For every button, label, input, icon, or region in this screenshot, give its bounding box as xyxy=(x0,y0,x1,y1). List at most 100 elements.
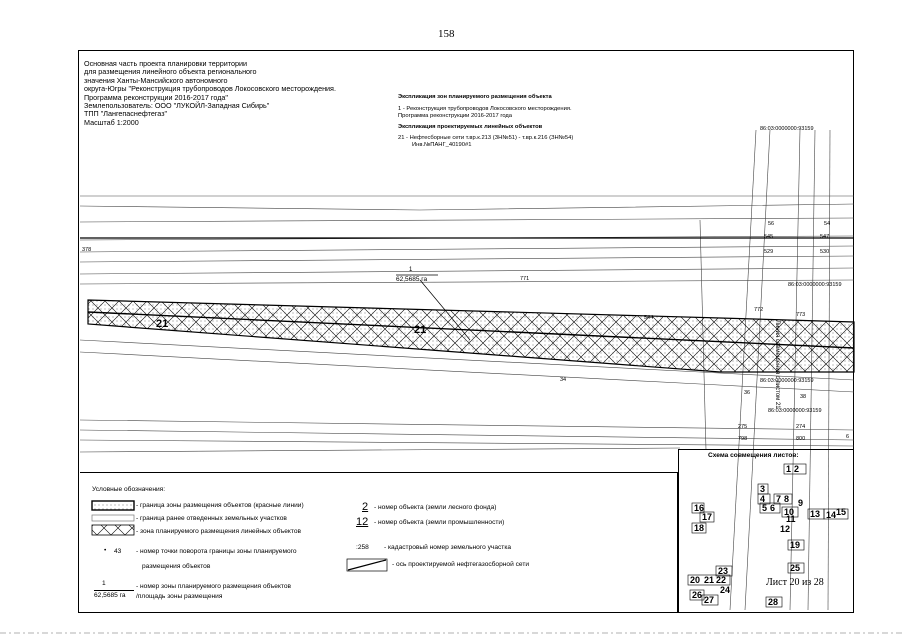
frac-line xyxy=(94,590,134,591)
sheet-label: Лист 20 из 28 xyxy=(766,577,824,588)
legend-item: - граница ранее отведенных земельных уча… xyxy=(136,515,287,522)
info-line: для размещения линейного объекта региона… xyxy=(84,67,257,77)
parcel-label: 800 xyxy=(796,436,806,442)
parcel-label: 530 xyxy=(820,249,830,255)
svg-text:26: 26 xyxy=(692,590,702,600)
parcel-label: 798 xyxy=(738,436,748,442)
zone-area-num: 1 xyxy=(409,267,413,273)
explication-line: Программа реконструкции 2016-2017 года xyxy=(398,113,513,119)
legend-item: - номер точки поворота границы зоны план… xyxy=(136,548,297,555)
svg-text:28: 28 xyxy=(768,597,778,607)
parcel-label: 6 xyxy=(846,434,850,440)
parcel-label: 544 xyxy=(644,315,654,321)
explication-line: 21 - Нефтесборные сети т.вр.к.213 (ЗН№51… xyxy=(398,135,574,141)
svg-text:11: 11 xyxy=(786,514,796,524)
legend-swatches xyxy=(91,500,135,536)
explication-line: 1 - Реконструкция трубопроводов Локосовс… xyxy=(398,106,572,112)
svg-text:21: 21 xyxy=(704,575,714,585)
parcel-label: 545 xyxy=(764,234,774,240)
parcel-label: 529 xyxy=(764,249,774,255)
explication-line: Инв.№ПАНГ_40190#1 xyxy=(412,142,472,148)
svg-text:16: 16 xyxy=(694,503,704,513)
frac-top: 1 xyxy=(102,580,106,587)
parcel-label: 275 xyxy=(738,424,748,430)
svg-text:2: 2 xyxy=(794,464,799,474)
parcel-label: 56 xyxy=(768,221,775,227)
industry-num: 12 xyxy=(356,516,369,528)
parcel-label: 378 xyxy=(82,247,92,253)
parcel-label: 772 xyxy=(754,307,764,313)
parcel-label: 274 xyxy=(796,424,806,430)
scheme-title: Схема совмещения листов: xyxy=(708,452,799,459)
page-number: 158 xyxy=(438,28,455,40)
info-line: значения Ханты-Мансийского автономного xyxy=(84,75,228,85)
info-line: Масштаб 1:2000 xyxy=(84,117,139,127)
svg-text:22: 22 xyxy=(716,575,726,585)
turn-point-num: 43 xyxy=(114,548,122,555)
legend-item: - кадастровый номер земельного участка xyxy=(384,544,512,551)
cadastral-label: 86:03:0000000:93159 xyxy=(760,378,814,384)
info-line: округа-Югры "Реконструкция трубопроводов… xyxy=(84,84,336,94)
explication: Экспликация зон планируемого размещения … xyxy=(398,94,728,149)
svg-text:14: 14 xyxy=(826,510,836,520)
project-info: Основная часть проекта планировки террит… xyxy=(84,59,384,127)
legend-item: - граница зоны размещения объектов (крас… xyxy=(136,502,304,509)
legend-item: - зона планируемого размещения линейных … xyxy=(136,528,301,535)
legend-item: размещения объектов xyxy=(142,563,211,570)
svg-text:27: 27 xyxy=(704,595,714,605)
legend-item: /площадь зоны размещения xyxy=(136,593,223,600)
info-line: Землепользователь: ООО "ЛУКОЙЛ-Западная … xyxy=(84,101,270,111)
frac-bottom: 62,5685 га xyxy=(94,592,126,599)
parcel-label: 773 xyxy=(796,312,806,318)
legend-item: - ось проектируемой нефтегазосборной сет… xyxy=(392,561,530,568)
legend xyxy=(80,472,678,613)
svg-text:20: 20 xyxy=(690,575,700,585)
svg-text:24: 24 xyxy=(720,585,730,595)
parcel-label: 771 xyxy=(520,276,530,282)
scan-edge xyxy=(0,632,905,634)
parcel-label: 38 xyxy=(800,394,807,400)
parcel-label: 547 xyxy=(820,234,830,240)
svg-text:17: 17 xyxy=(702,512,712,522)
svg-text:12: 12 xyxy=(780,524,790,534)
parcel-label: 54 xyxy=(824,221,831,227)
svg-text:23: 23 xyxy=(718,566,728,576)
forest-num: 2 xyxy=(362,501,369,513)
svg-text:5: 5 xyxy=(762,503,767,513)
svg-text:7: 7 xyxy=(776,494,781,504)
sheet-joint-label: Линия совмещения с листом 21 xyxy=(774,320,780,409)
svg-text:15: 15 xyxy=(836,507,846,517)
sheet-scheme xyxy=(678,449,854,613)
info-line: Программа реконструкции 2016-2017 года" xyxy=(84,92,228,102)
svg-text:9: 9 xyxy=(798,498,803,508)
zone-number-label: 21 xyxy=(156,318,169,330)
svg-text:1: 1 xyxy=(786,464,791,474)
info-line: Основная часть проекта планировки террит… xyxy=(84,59,247,68)
zone-area-label: 62,5685 га xyxy=(396,276,428,283)
svg-text:8: 8 xyxy=(784,494,789,504)
explication-objects-title: Экспликация проектируемых линейных объек… xyxy=(398,124,543,130)
linear-object-zone xyxy=(87,299,855,373)
svg-text:3: 3 xyxy=(760,484,765,494)
cadastral-label: 86:03:0000000:93159 xyxy=(768,408,822,414)
svg-text:4: 4 xyxy=(760,494,765,504)
legend-title: Условные обозначения: xyxy=(92,486,166,493)
cadastral-label: 86:03:0000000:93159 xyxy=(760,126,814,132)
svg-text:10: 10 xyxy=(784,507,794,517)
parcel-label: 34 xyxy=(560,377,567,383)
explication-zones-title: Экспликация зон планируемого размещения … xyxy=(398,94,552,100)
legend-item: - номер объекта (земли промышленности) xyxy=(374,519,505,526)
cad-num: :258 xyxy=(356,544,369,551)
svg-text:6: 6 xyxy=(770,503,775,513)
turn-point-icon: • xyxy=(104,547,107,554)
svg-text:13: 13 xyxy=(810,509,820,519)
zone-number-label-2: 21 xyxy=(414,324,427,336)
info-line: ТПП "Лангепаснефтегаз" xyxy=(84,109,168,119)
legend-item: - номер объекта (земли лесного фонда) xyxy=(374,504,497,511)
axis-symbol xyxy=(346,558,388,572)
svg-text:18: 18 xyxy=(694,523,704,533)
legend-item: - номер зоны планируемого размещения объ… xyxy=(136,583,292,590)
cadastral-label: 86:03:0000000:93159 xyxy=(788,282,842,288)
